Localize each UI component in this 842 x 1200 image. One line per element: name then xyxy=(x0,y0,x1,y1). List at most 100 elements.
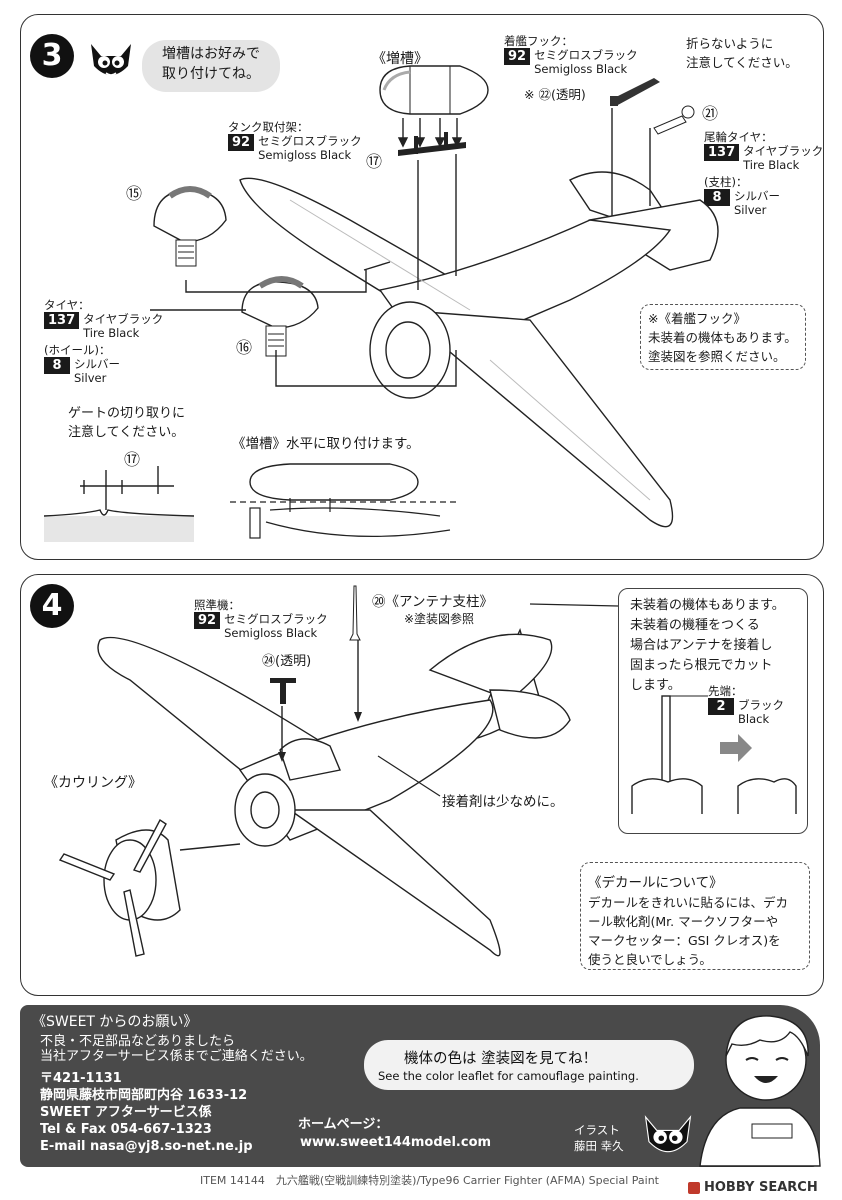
cat-mascot-icon xyxy=(91,44,131,76)
tank-mount-color-chip: 92 xyxy=(228,134,255,151)
hook-color-en: Semigloss Black xyxy=(534,62,628,76)
tire-color-en: Tire Black xyxy=(83,326,140,340)
tire-caption: タイヤ： xyxy=(44,298,90,312)
hook-color-jp: セミグロスブラック xyxy=(534,48,638,62)
wheel-leaders xyxy=(150,270,457,387)
tank-mount-caption: タンク取付架： xyxy=(228,120,309,134)
gunsight-leader xyxy=(278,706,286,762)
main-wheel-16-part xyxy=(241,276,319,357)
aircraft-top-illustration xyxy=(97,627,571,957)
antenna-part xyxy=(349,585,361,641)
antenna-cut-illustration xyxy=(631,695,797,814)
part-21-label: ㉑ xyxy=(702,104,719,123)
callout-leaders xyxy=(377,603,619,797)
careful-note: 折らないように 注意してください。 xyxy=(686,34,798,72)
tire-label: タイヤ： 137 タイヤブラック Tire Black (ホイール)： 8 シル… xyxy=(44,298,163,385)
address: 静岡県藤枝市岡部町内谷 1633-12 xyxy=(40,1088,248,1103)
tank-mount-leaders xyxy=(363,154,457,290)
gate-detail-illustration xyxy=(43,466,195,542)
request-title: 《SWEET からのお願い》 xyxy=(32,1014,198,1030)
hook-part-note: ※ ㉒(透明) xyxy=(524,87,586,102)
strut-color-jp: シルバー xyxy=(734,189,780,203)
strut-color-chip: 8 xyxy=(704,189,730,206)
sight-color-chip: 92 xyxy=(194,612,221,629)
illust-label: イラスト xyxy=(574,1123,620,1137)
hook-color-chip: 92 xyxy=(504,48,531,65)
part-17-label: ⑰ xyxy=(366,152,383,171)
sight-color-en: Semigloss Black xyxy=(224,626,318,640)
careful-line2: 注意してください。 xyxy=(686,55,798,70)
watermark-logo-icon xyxy=(688,1182,700,1194)
wheel-color-jp: シルバー xyxy=(74,357,120,371)
watermark-text: HOBBY SEARCH xyxy=(704,1180,818,1195)
sight-caption: 照準機： xyxy=(194,598,240,612)
strut-caption: (支柱)： xyxy=(704,175,748,189)
gunsight-part xyxy=(270,678,296,704)
drop-tank-illustration xyxy=(379,65,489,115)
bubble-line2: 取り付けてね。 xyxy=(162,66,260,82)
tel-fax: Tel & Fax 054-667-1323 xyxy=(40,1122,212,1137)
hook-note-line1: 未装着の機体もあります。 xyxy=(648,330,797,345)
tire-color-chip: 137 xyxy=(44,312,80,329)
gate-line2: 注意してください。 xyxy=(68,425,185,440)
decal-note-box xyxy=(580,862,810,970)
tank-mount-color-en: Semigloss Black xyxy=(258,148,352,162)
tank-mount-color-jp: セミグロスブラック xyxy=(258,134,362,148)
email[interactable]: E-mail nasa@yj8.so-net.ne.jp xyxy=(40,1139,253,1154)
cowling-title: 《カウリング》 xyxy=(44,775,142,791)
hook-part xyxy=(610,78,660,106)
request-line1: 不良・不足部品などありましたら xyxy=(40,1034,236,1049)
cut-line5: します。 xyxy=(630,678,681,693)
tank-mount-part xyxy=(398,132,466,156)
tip-color-en: Black xyxy=(738,712,770,726)
zip-code: 〒421-1131 xyxy=(40,1071,122,1086)
request-line2: 当社アフターサービス係までご連絡ください。 xyxy=(40,1049,313,1064)
tip-color-chip: 2 xyxy=(708,698,734,715)
tail-wheel-caption: 尾輪タイヤ： xyxy=(704,130,773,144)
wheel-color-chip: 8 xyxy=(44,357,70,374)
part-15-label: ⑮ xyxy=(126,184,143,203)
antenna-title: ⑳《アンテナ支柱》 xyxy=(372,594,493,610)
hook-note-line2: 塗装図を参照ください。 xyxy=(648,349,786,364)
part-24-label: ㉔(透明) xyxy=(262,654,312,669)
sight-color-jp: セミグロスブラック xyxy=(224,612,328,626)
cut-line3: 場合はアンテナを接着し xyxy=(630,638,773,653)
gate-part-label: ⑰ xyxy=(124,450,141,469)
decal-line2: ール軟化剤(Mr. マークソフターや xyxy=(588,914,779,929)
wheel-color-en: Silver xyxy=(74,371,107,385)
aircraft-underside-illustration xyxy=(239,171,719,528)
tank-mount-label: タンク取付架： 92 セミグロスブラック Semigloss Black xyxy=(228,120,362,162)
hook-leader xyxy=(611,108,651,216)
step3-number: 3 xyxy=(30,34,74,78)
drop-tank-title: 《増槽》 xyxy=(372,51,428,67)
main-wheel-15-part xyxy=(153,186,227,267)
color-info-en: See the color leaflet for camouflage pai… xyxy=(378,1069,639,1083)
propeller-cowling-illustration xyxy=(58,818,241,957)
item-line: ITEM 14144 九六艦戦(空戦訓練特別塗装)/Type96 Carrier… xyxy=(200,1174,659,1187)
hook-label: 着艦フック： 92 セミグロスブラック Semigloss Black xyxy=(504,34,638,76)
service-dept: SWEET アフターサービス係 xyxy=(40,1105,212,1120)
tank-level-note: 《増槽》水平に取り付けます。 xyxy=(232,436,420,452)
color-info-jp: 機体の色は 塗装図を見てね！ xyxy=(404,1051,598,1067)
homepage-url[interactable]: www.sweet144model.com xyxy=(300,1135,492,1150)
careful-line1: 折らないように xyxy=(686,36,774,51)
tip-label: 先端： 2 ブラック Black xyxy=(708,684,784,726)
hook-note-box xyxy=(640,304,806,370)
antenna-cut-note: 未装着の機体もあります。 未装着の機種をつくる 場合はアンテナを接着し 固まった… xyxy=(630,596,785,696)
step3-speech-bubble: 増槽はお好みで 取り付けてね。 xyxy=(142,40,280,92)
gate-note: ゲートの切り取りに 注意してください。 xyxy=(68,404,185,442)
antenna-ref: ※塗装図参照 xyxy=(404,612,475,626)
tip-caption: 先端： xyxy=(708,684,743,698)
step4-number: 4 xyxy=(30,584,74,628)
bubble-line1: 増槽はお好みで xyxy=(162,46,260,62)
decal-note: 《デカールについて》 デカールをきれいに貼るには、デカ ール軟化剤(Mr. マー… xyxy=(588,874,788,969)
part-16-label: ⑯ xyxy=(236,338,253,357)
hook-caption: 着艦フック： xyxy=(504,34,573,48)
glue-note: 接着剤は少なめに。 xyxy=(442,794,564,810)
tip-color-jp: ブラック xyxy=(738,698,784,712)
cut-line2: 未装着の機種をつくる xyxy=(630,618,760,633)
hook-note-title: ※《着艦フック》 xyxy=(648,311,746,326)
homepage-label: ホームページ： xyxy=(298,1117,389,1132)
decal-line1: デカールをきれいに貼るには、デカ xyxy=(588,895,789,910)
antenna-cut-box xyxy=(618,588,808,834)
